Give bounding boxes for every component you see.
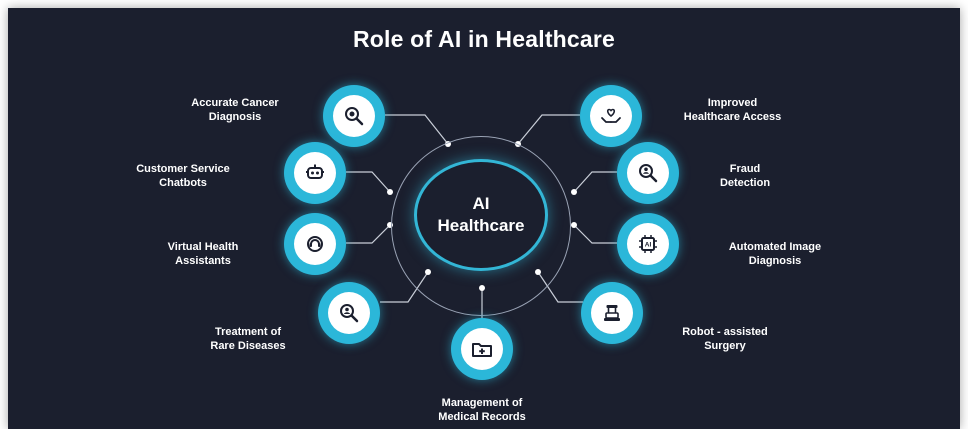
connector-fraud [573, 171, 617, 193]
node-customer-service-chatbots [284, 142, 346, 204]
hub-circle: AI Healthcare [414, 159, 548, 271]
node-improved-healthcare-access [580, 85, 642, 147]
label-automated-image-diagnosis: Automated Image Diagnosis [728, 241, 822, 267]
label-accurate-cancer-diagnosis: Accurate Cancer Diagnosis [191, 97, 279, 123]
hub-label: AI Healthcare [437, 194, 525, 235]
node-virtual-health-assistants [284, 213, 346, 275]
fraud-magnifier-icon [639, 164, 658, 183]
connector-chatbots [346, 171, 391, 193]
label-management-medical-records: Management of Medical Records [438, 397, 526, 423]
label-virtual-health-assistants: Virtual Health Assistants [167, 241, 239, 267]
connector-dot [387, 189, 393, 195]
svg-text:AI: AI [645, 242, 652, 249]
connector-healthcare-access [517, 114, 580, 145]
magnifier-cell-icon [345, 107, 364, 126]
connector-virtual-assistants [346, 224, 391, 244]
connector-accurate-cancer [385, 114, 449, 145]
node-automated-image-diagnosis: AI [617, 213, 679, 275]
heart-hands-icon [601, 108, 621, 123]
medical-folder-icon [472, 343, 492, 357]
node-accurate-cancer-diagnosis [323, 85, 385, 147]
node-treatment-rare-diseases [318, 282, 380, 344]
node-robot-assisted-surgery [581, 282, 643, 344]
label-customer-service-chatbots: Customer Service Chatbots [136, 163, 230, 189]
connector-dot [571, 222, 577, 228]
connector-image-diagnosis [573, 224, 617, 244]
label-treatment-rare-diseases: Treatment of Rare Diseases [210, 326, 286, 352]
node-management-medical-records [451, 318, 513, 380]
label-robot-assisted-surgery: Robot - assisted Surgery [682, 326, 768, 352]
robot-arm-icon [604, 305, 620, 321]
assistant-icon [307, 236, 323, 252]
connector-dot [571, 189, 577, 195]
node-fraud-detection [617, 142, 679, 204]
hub-outer-ring [391, 136, 571, 316]
search-person-icon [340, 304, 359, 323]
chatbot-icon [306, 164, 324, 179]
label-fraud-detection: Fraud Detection [719, 163, 771, 189]
label-improved-healthcare-access: Improved Healthcare Access [683, 97, 782, 123]
diagram-title: Role of AI in Healthcare [352, 26, 616, 52]
ai-chip-icon: AI [639, 235, 657, 253]
